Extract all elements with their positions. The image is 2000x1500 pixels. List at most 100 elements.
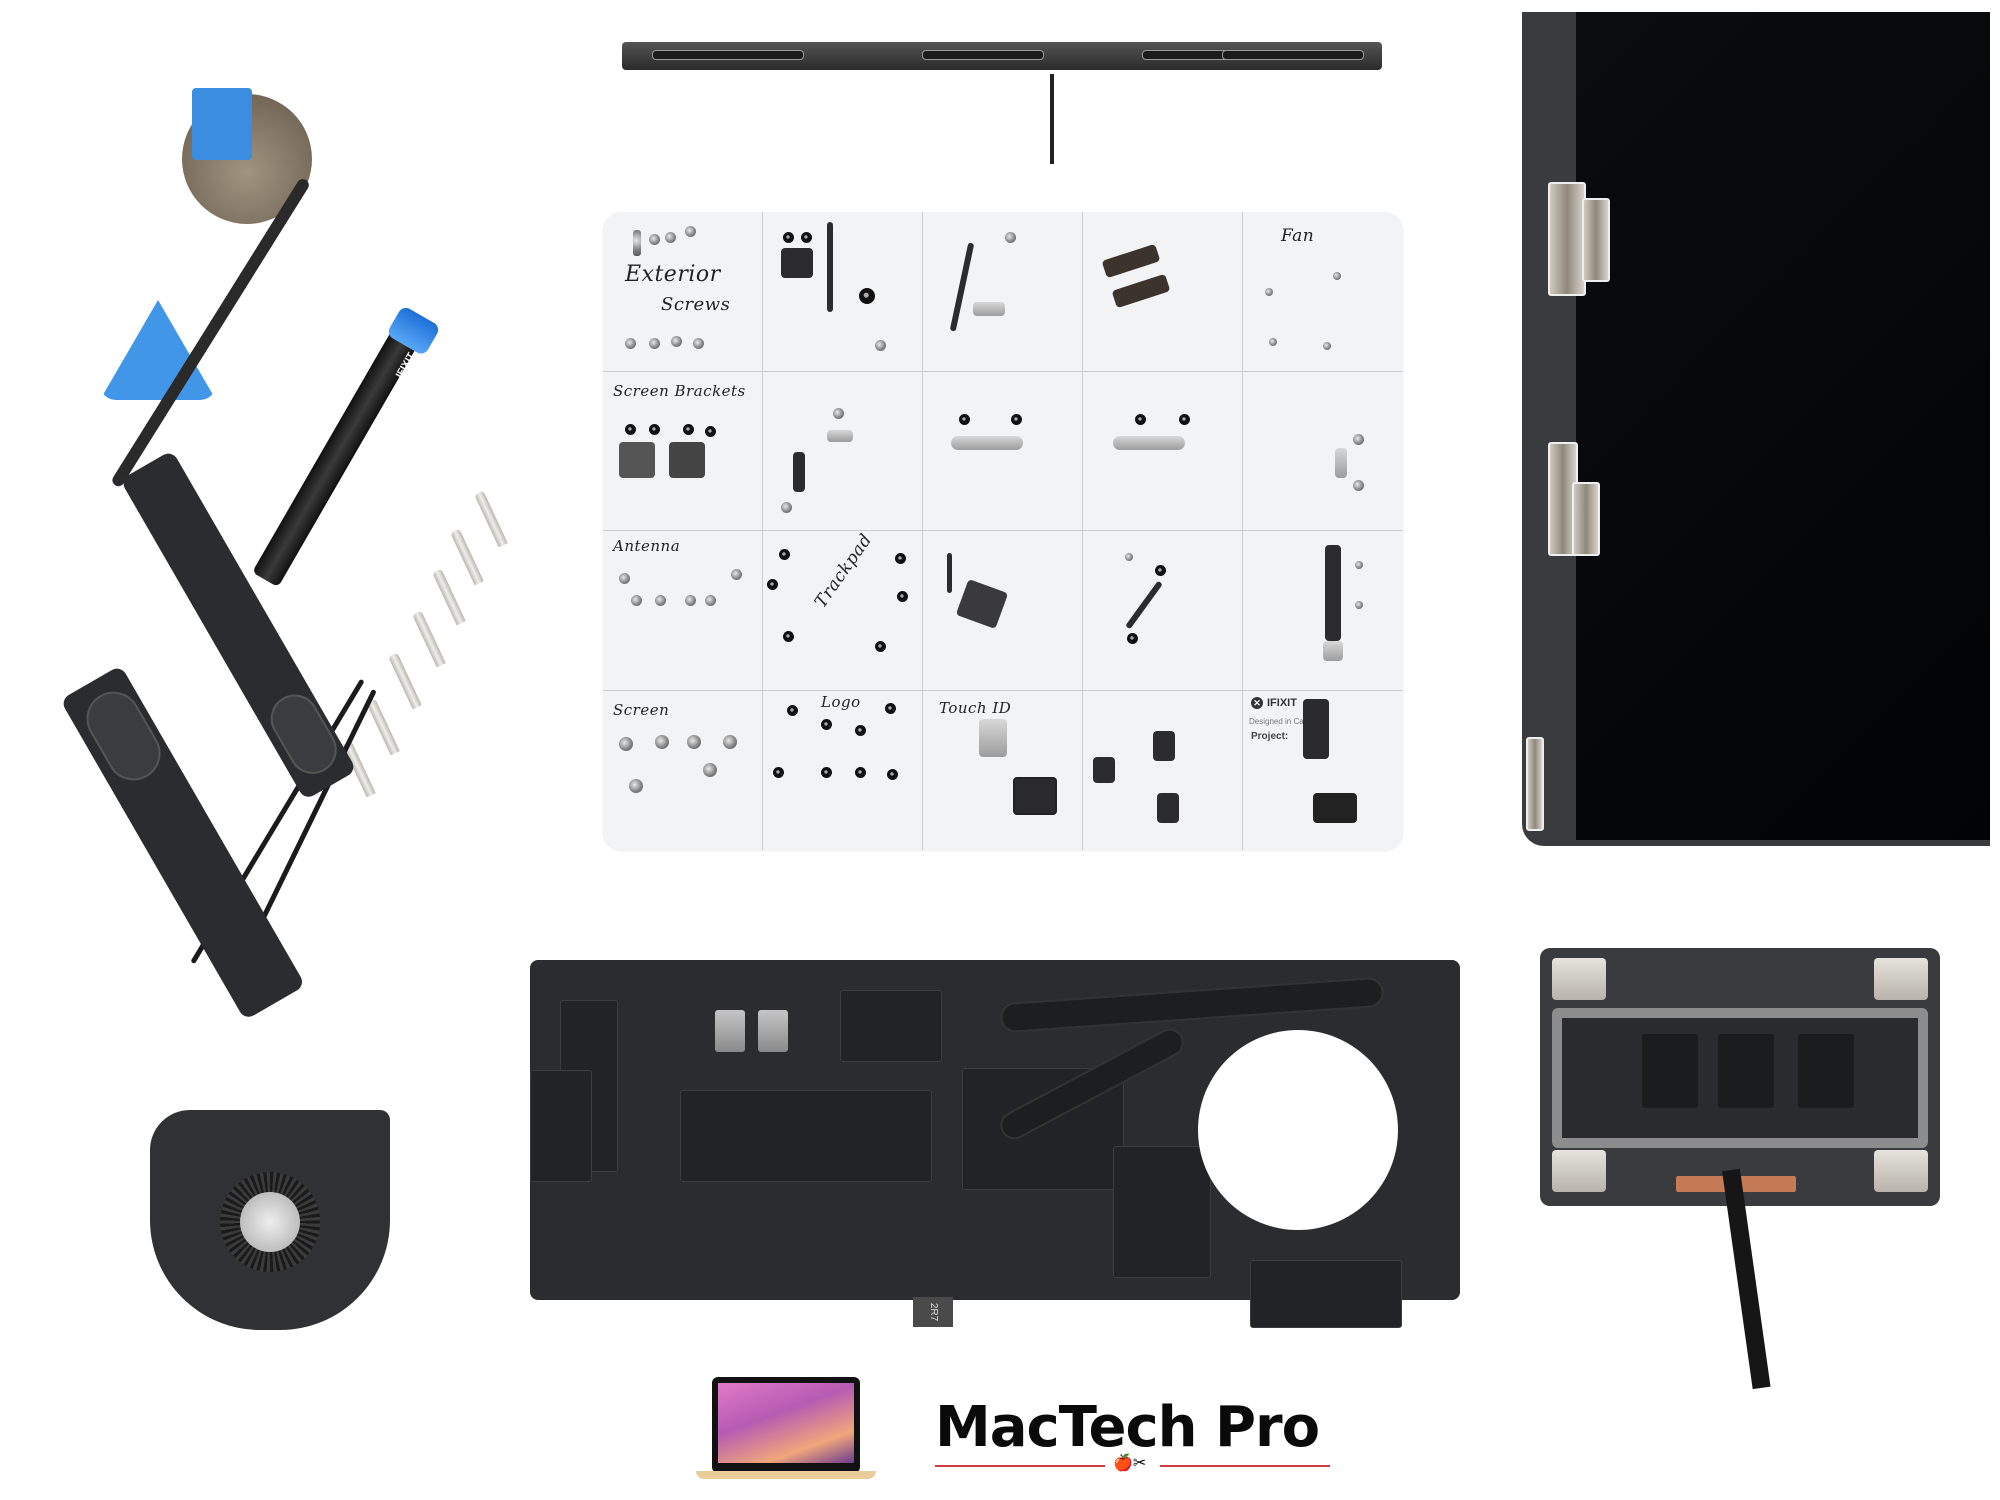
bracket-part	[1323, 641, 1343, 661]
brand-divider	[1160, 1465, 1330, 1467]
driver-bit-icon	[432, 568, 466, 626]
bracket-part	[781, 248, 813, 278]
mat-cell-fan: Fan	[1243, 212, 1403, 372]
screw-icon	[703, 762, 717, 777]
screw-icon	[683, 423, 694, 435]
driver-bit-icon	[474, 490, 508, 548]
mat-tagline: Designed in Cali	[1249, 716, 1308, 726]
screw-icon	[649, 338, 660, 349]
screw-icon	[1127, 633, 1138, 644]
screw-icon	[705, 425, 716, 437]
driver-bit-icon	[412, 610, 446, 668]
antenna-slot	[922, 50, 1044, 60]
fan-cutout	[1198, 1030, 1398, 1230]
screw-icon	[685, 595, 696, 606]
screw-icon	[855, 766, 866, 778]
screw-icon	[781, 501, 792, 513]
antenna-cable	[1050, 74, 1054, 164]
antenna-slot	[652, 50, 804, 60]
usb-c-port	[1157, 792, 1179, 823]
screw-icon	[1355, 561, 1363, 569]
display-glass	[1576, 12, 1990, 840]
mat-cell	[1083, 371, 1243, 531]
trackpad-corner-plate	[1552, 1150, 1606, 1192]
screw-icon	[875, 340, 886, 351]
display-hinge-icon	[1548, 182, 1586, 296]
screw-icon	[787, 704, 798, 716]
ifixit-logo: ✕ IFIXIT	[1251, 696, 1297, 709]
display-hinge-icon	[1526, 737, 1544, 831]
screw-icon	[687, 734, 701, 749]
mat-cell	[923, 531, 1083, 691]
mat-label: Screen	[613, 700, 670, 719]
screw-icon	[779, 549, 790, 560]
antenna-bar	[622, 42, 1382, 70]
usb-c-port	[1153, 730, 1175, 761]
screw-icon	[801, 232, 812, 243]
screw-icon	[633, 230, 641, 256]
screw-icon	[625, 423, 636, 435]
board-chip	[1250, 1260, 1402, 1328]
screw-icon	[1355, 601, 1363, 609]
screw-icon	[1333, 272, 1341, 280]
screw-icon	[665, 232, 676, 243]
driver-bit-icon	[366, 698, 400, 756]
screw-icon	[723, 734, 737, 749]
brand-illustration	[660, 1345, 920, 1485]
screw-icon	[693, 338, 704, 349]
laptop-icon	[712, 1377, 860, 1473]
screw-icon	[631, 595, 642, 606]
mat-cell-screen: Screen	[603, 690, 763, 850]
screw-icon	[1269, 338, 1277, 346]
screw-icon	[671, 336, 682, 347]
screw-icon	[1011, 413, 1022, 425]
mat-label: Touch ID	[939, 698, 1012, 717]
board-chip	[1113, 1146, 1211, 1278]
screw-icon	[783, 631, 794, 642]
speaker-cone-icon	[261, 685, 346, 783]
trackpad-corner-plate	[1874, 1150, 1928, 1192]
touch-id-sensor	[1013, 776, 1057, 815]
bracket-part	[1125, 580, 1163, 630]
screw-icon	[1265, 288, 1273, 296]
flex-cable	[947, 553, 952, 593]
mat-label: Logo	[821, 692, 861, 711]
screw-icon	[887, 768, 898, 780]
ifixit-wordmark: IFIXIT	[1267, 696, 1297, 709]
mat-cell	[1083, 212, 1243, 372]
city-skyline-icon	[718, 1383, 854, 1463]
trackpad-frame	[1552, 1008, 1928, 1148]
bracket-part	[1113, 435, 1185, 450]
magnetic-project-mat: Exterior Screws	[603, 212, 1403, 850]
screw-icon	[1353, 433, 1364, 445]
fan-rotor-icon	[220, 1172, 320, 1272]
bracket-part	[951, 435, 1023, 450]
screw-icon	[1353, 479, 1364, 491]
mat-cell-logo: Logo	[763, 690, 923, 850]
screw-icon	[821, 718, 832, 730]
board-chip	[715, 1010, 745, 1052]
trackpad-board	[1798, 1034, 1854, 1108]
screw-icon	[895, 553, 906, 564]
laptop-base-icon	[696, 1471, 876, 1479]
trackpad	[1540, 948, 1940, 1206]
mat-cell-screen-brackets: Screen Brackets	[603, 371, 763, 531]
mat-label: Trackpad	[811, 530, 877, 612]
screw-icon	[959, 413, 970, 425]
apple-with-tools-icon: 🍎✂	[1113, 1455, 1147, 1472]
mat-cell	[1083, 531, 1243, 691]
mat-label: Exterior	[625, 262, 721, 287]
mat-cell	[1243, 531, 1403, 691]
screw-icon	[619, 736, 633, 751]
screen-bracket	[619, 441, 655, 478]
usb-c-port	[1093, 756, 1115, 783]
screw-icon	[1155, 565, 1166, 576]
screw-icon	[705, 595, 716, 606]
screw-icon	[821, 766, 832, 778]
screwdriver-icon	[252, 312, 428, 588]
mat-label: Antenna	[613, 537, 681, 555]
mat-cell	[763, 212, 923, 372]
screw-icon	[1135, 413, 1146, 425]
screw-icon	[619, 573, 630, 584]
touch-id-bracket	[979, 718, 1007, 757]
